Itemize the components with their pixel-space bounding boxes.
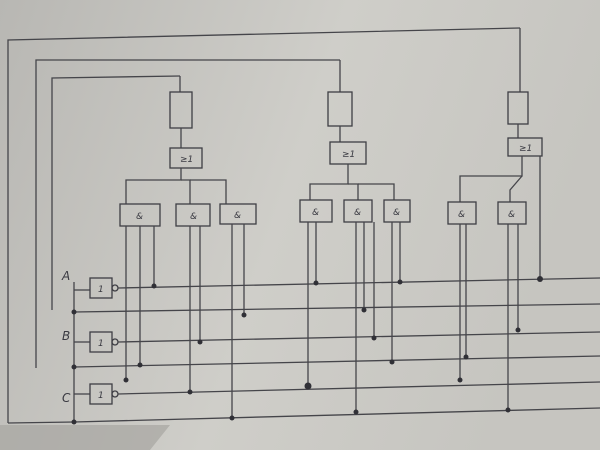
and-gates: & & & & & & & & xyxy=(119,199,527,227)
or-gate-2-label: ≥1 xyxy=(342,150,355,160)
and-gate-3 xyxy=(219,203,257,225)
or-gate-3 xyxy=(507,137,543,157)
and-gate-6-label: & xyxy=(393,208,400,218)
and-gate-6 xyxy=(383,199,411,223)
or-gate-1 xyxy=(169,147,203,169)
and-gate-7 xyxy=(447,201,477,225)
not-gate-c-symbol: 1 xyxy=(98,391,104,401)
input-gates: A 1 B 1 C 1 xyxy=(61,269,119,405)
and-gate-8-label: & xyxy=(508,210,515,220)
and-gate-8 xyxy=(497,201,527,225)
or-gate-1-label: ≥1 xyxy=(180,155,193,165)
and-gate-4-label: & xyxy=(312,208,319,218)
and-gate-5 xyxy=(343,199,373,223)
not-gate-a-symbol: 1 xyxy=(98,285,104,295)
and-gate-7-label: & xyxy=(458,210,465,220)
input-label-b: B xyxy=(62,329,70,343)
or-gates: ≥1 ≥1 ≥1 xyxy=(169,124,543,169)
not-gate-b-symbol: 1 xyxy=(98,339,104,349)
and-gate-2-label: & xyxy=(190,212,197,222)
junction-dots xyxy=(71,276,543,425)
and-gate-1-label: & xyxy=(136,212,143,222)
and-gate-3-label: & xyxy=(234,211,241,221)
or-to-and-wires xyxy=(125,156,541,280)
and-gate-2 xyxy=(175,203,211,227)
and-gate-5-label: & xyxy=(354,208,361,218)
feedback-wires xyxy=(7,27,521,423)
input-label-a: A xyxy=(61,269,70,283)
input-label-c: C xyxy=(62,391,71,405)
or-gate-3-label: ≥1 xyxy=(519,144,532,154)
paper-shadow xyxy=(0,425,170,450)
